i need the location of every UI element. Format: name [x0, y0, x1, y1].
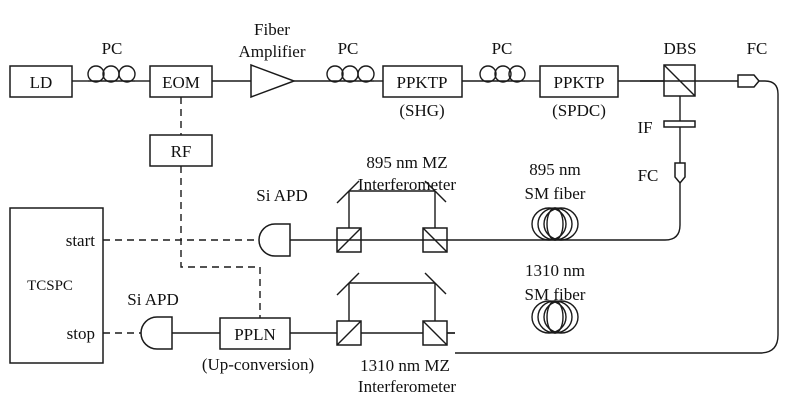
ppktp-spdc-label: PPKTP	[553, 73, 604, 92]
fiber-895-path	[455, 183, 681, 241]
fiber1310-label-line1: 1310 nm	[525, 261, 585, 280]
laser-diode: LD	[9, 65, 73, 98]
tcspc-module: TCSPC start stop	[9, 207, 104, 364]
ppln-crystal: PPLN (Up-conversion)	[202, 317, 314, 374]
fiber-1310-path	[455, 80, 779, 354]
fiber-amplifier: Fiber Amplifier	[238, 20, 306, 99]
rf-label: RF	[171, 142, 192, 161]
fiber895-label-line2: SM fiber	[525, 184, 586, 203]
interference-filter: IF	[637, 118, 696, 137]
fiber1310-label-line2: SM fiber	[525, 285, 586, 304]
mz-interferometer-895: 895 nm MZ Interferometer	[336, 153, 456, 253]
rf-to-ppln-link	[180, 166, 261, 318]
fiber-coil-1310: 1310 nm SM fiber	[525, 261, 586, 334]
tcspc-label: TCSPC	[27, 278, 73, 294]
tcspc-start-label: start	[66, 231, 96, 250]
mz895-label-line2: Interferometer	[358, 175, 456, 194]
apd-bottom-label: Si APD	[127, 290, 179, 309]
ppktp-shg-label: PPKTP	[396, 73, 447, 92]
fiber-coil-895: 895 nm SM fiber	[525, 160, 586, 241]
fiber895-label-line1: 895 nm	[529, 160, 580, 179]
dichroic-beam-splitter: DBS	[640, 39, 697, 97]
if-label: IF	[637, 118, 652, 137]
ppln-label: PPLN	[234, 325, 276, 344]
ppln-sublabel: (Up-conversion)	[202, 355, 314, 374]
tcspc-stop-label: stop	[67, 324, 95, 343]
mz1310-label-line2: Interferometer	[358, 377, 456, 396]
ppktp-spdc-sublabel: (SPDC)	[552, 101, 606, 120]
pc3-label: PC	[492, 39, 513, 58]
ppktp-spdc: PPKTP (SPDC)	[539, 65, 619, 120]
mz1310-label-line1: 1310 nm MZ	[360, 356, 450, 375]
amplifier-label-line2: Amplifier	[238, 42, 305, 61]
si-apd-top: Si APD	[256, 186, 336, 257]
amplifier-label-line1: Fiber	[254, 20, 290, 39]
pc2-label: PC	[338, 39, 359, 58]
fc-top-label: FC	[747, 39, 768, 58]
mz-interferometer-1310: 1310 nm MZ Interferometer	[290, 272, 456, 396]
mz895-label-line1: 895 nm MZ	[366, 153, 447, 172]
ppktp-shg-sublabel: (SHG)	[399, 101, 444, 120]
pc1-label: PC	[102, 39, 123, 58]
dbs-label: DBS	[663, 39, 696, 58]
rf-source: RF	[149, 134, 213, 167]
apd-top-label: Si APD	[256, 186, 308, 205]
ppktp-shg: PPKTP (SHG)	[382, 65, 463, 120]
eom-label: EOM	[162, 73, 200, 92]
eom: EOM	[149, 65, 213, 98]
polarization-controller-2: PC	[326, 39, 375, 83]
polarization-controller-1: PC	[87, 39, 136, 83]
polarization-controller-3: PC	[479, 39, 526, 83]
fiber-coupler-top: FC	[737, 39, 768, 88]
fc-mid-label: FC	[638, 166, 659, 185]
fiber-coupler-mid: FC	[638, 162, 686, 185]
ld-label: LD	[30, 73, 53, 92]
si-apd-bottom: Si APD	[127, 290, 220, 350]
